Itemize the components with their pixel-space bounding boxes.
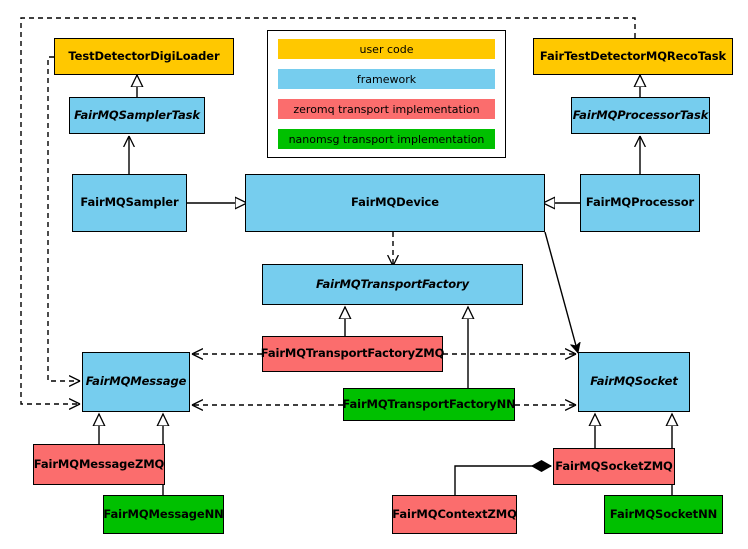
legend-item-zeromq: zeromq transport implementation bbox=[278, 99, 495, 119]
class-box-fairmqcontextzmq[interactable]: FairMQContextZMQ bbox=[392, 495, 517, 534]
edge-socketzmq-contextzmq bbox=[454, 466, 551, 495]
edge-device-socket bbox=[544, 231, 578, 353]
class-box-fairmqdevice[interactable]: FairMQDevice bbox=[245, 174, 545, 232]
class-box-fairmqsocketnn[interactable]: FairMQSocketNN bbox=[604, 495, 723, 534]
class-box-fairmqsamplertask[interactable]: FairMQSamplerTask bbox=[69, 97, 205, 134]
class-box-fairmqtransportfactorynn[interactable]: FairMQTransportFactoryNN bbox=[342, 388, 516, 421]
legend: user code framework zeromq transport imp… bbox=[267, 30, 506, 158]
legend-label-framework: framework bbox=[356, 72, 417, 86]
class-box-fairmqmessage[interactable]: FairMQMessage bbox=[82, 352, 190, 412]
legend-item-nanomsg: nanomsg transport implementation bbox=[278, 129, 495, 149]
class-box-fairmqmessagezmq[interactable]: FairMQMessageZMQ bbox=[33, 444, 165, 485]
class-box-fairmqsocketzmq[interactable]: FairMQSocketZMQ bbox=[553, 448, 675, 485]
class-box-fairmqsampler[interactable]: FairMQSampler bbox=[72, 174, 187, 232]
class-box-testdetectordigiloader[interactable]: TestDetectorDigiLoader bbox=[54, 38, 234, 75]
class-box-fairtestdetectormqrecotask[interactable]: FairTestDetectorMQRecoTask bbox=[533, 38, 733, 75]
legend-label-user-code: user code bbox=[359, 42, 414, 56]
class-box-fairmqtransportfactory[interactable]: FairMQTransportFactory bbox=[262, 264, 523, 305]
class-box-fairmqmessagenn[interactable]: FairMQMessageNN bbox=[103, 495, 224, 534]
class-box-fairmqprocessor[interactable]: FairMQProcessor bbox=[580, 174, 700, 232]
class-box-fairmqprocessortask[interactable]: FairMQProcessorTask bbox=[571, 97, 710, 134]
legend-item-framework: framework bbox=[278, 69, 495, 89]
class-box-fairmqtransportfactoryzmq[interactable]: FairMQTransportFactoryZMQ bbox=[261, 336, 444, 372]
class-box-fairmqsocket[interactable]: FairMQSocket bbox=[578, 352, 690, 412]
legend-item-user-code: user code bbox=[278, 39, 495, 59]
legend-label-nanomsg: nanomsg transport implementation bbox=[288, 132, 485, 146]
legend-label-zeromq: zeromq transport implementation bbox=[293, 102, 480, 116]
